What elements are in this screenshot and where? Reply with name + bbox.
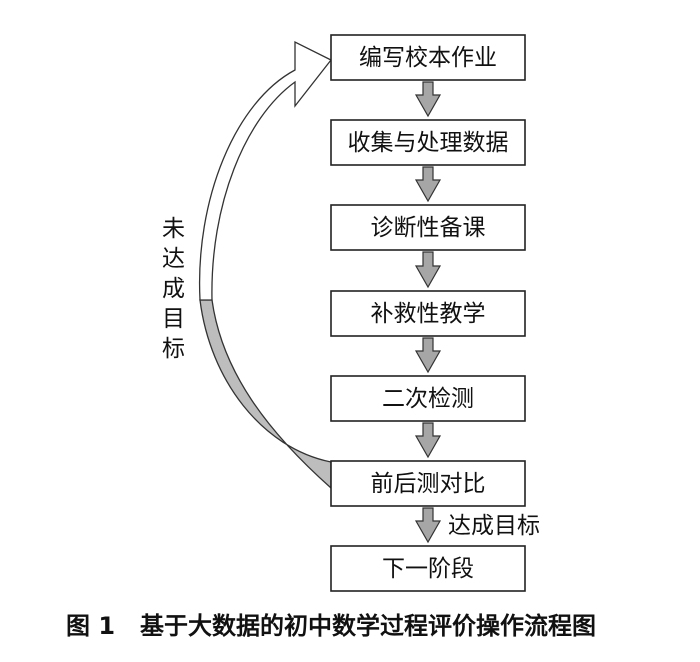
caption-number: 图 1 bbox=[66, 612, 115, 640]
goal-met-label: 达成目标 bbox=[448, 513, 540, 539]
flow-step-box bbox=[330, 460, 526, 507]
down-arrow bbox=[414, 507, 442, 544]
flow-step-6: 前后测对比 bbox=[330, 460, 526, 507]
flow-step-label: 下一阶段 bbox=[382, 556, 474, 582]
flow-step-4: 补救性教学 bbox=[330, 290, 526, 337]
flow-step-1: 编写校本作业 bbox=[330, 34, 526, 81]
loop-arrow-upper-band bbox=[198, 40, 333, 301]
flow-step-label: 收集与处理数据 bbox=[348, 130, 509, 156]
flow-step-3: 诊断性备课 bbox=[330, 204, 526, 251]
flow-step-2: 收集与处理数据 bbox=[330, 119, 526, 166]
flow-step-label: 二次检测 bbox=[382, 386, 474, 412]
flow-step-box bbox=[330, 34, 526, 81]
down-arrow bbox=[414, 251, 442, 289]
down-arrow bbox=[414, 166, 442, 203]
down-arrow bbox=[414, 81, 442, 118]
loop-label-char: 标 bbox=[162, 336, 185, 362]
down-arrow bbox=[414, 422, 442, 459]
down-arrows bbox=[414, 81, 442, 544]
flow-step-box bbox=[330, 119, 526, 166]
down-arrow bbox=[414, 337, 442, 374]
caption-title: 基于大数据的初中数学过程评价操作流程图 bbox=[140, 612, 596, 640]
flow-step-5: 二次检测 bbox=[330, 375, 526, 422]
flow-step-7: 下一阶段 bbox=[330, 545, 526, 592]
flow-step-box bbox=[330, 204, 526, 251]
loop-label-char: 成 bbox=[162, 276, 185, 302]
flow-step-label: 前后测对比 bbox=[371, 471, 486, 497]
flow-step-box bbox=[330, 375, 526, 422]
flow-step-box bbox=[330, 290, 526, 337]
loop-back-arrow bbox=[198, 40, 333, 490]
loop-label-char: 目 bbox=[162, 306, 185, 332]
loop-arrow-lower-band bbox=[199, 299, 332, 490]
loop-label-char: 未 bbox=[162, 216, 185, 242]
figure-caption: 图 1 基于大数据的初中数学过程评价操作流程图 bbox=[66, 612, 596, 640]
flow-step-label: 补救性教学 bbox=[371, 301, 486, 327]
flow-step-label: 编写校本作业 bbox=[359, 45, 497, 71]
flow-step-label: 诊断性备课 bbox=[371, 215, 486, 241]
loop-label-char: 达 bbox=[162, 246, 185, 272]
flow-step-box bbox=[330, 545, 526, 592]
loop-label: 未 达 成 目 标 bbox=[162, 216, 185, 362]
